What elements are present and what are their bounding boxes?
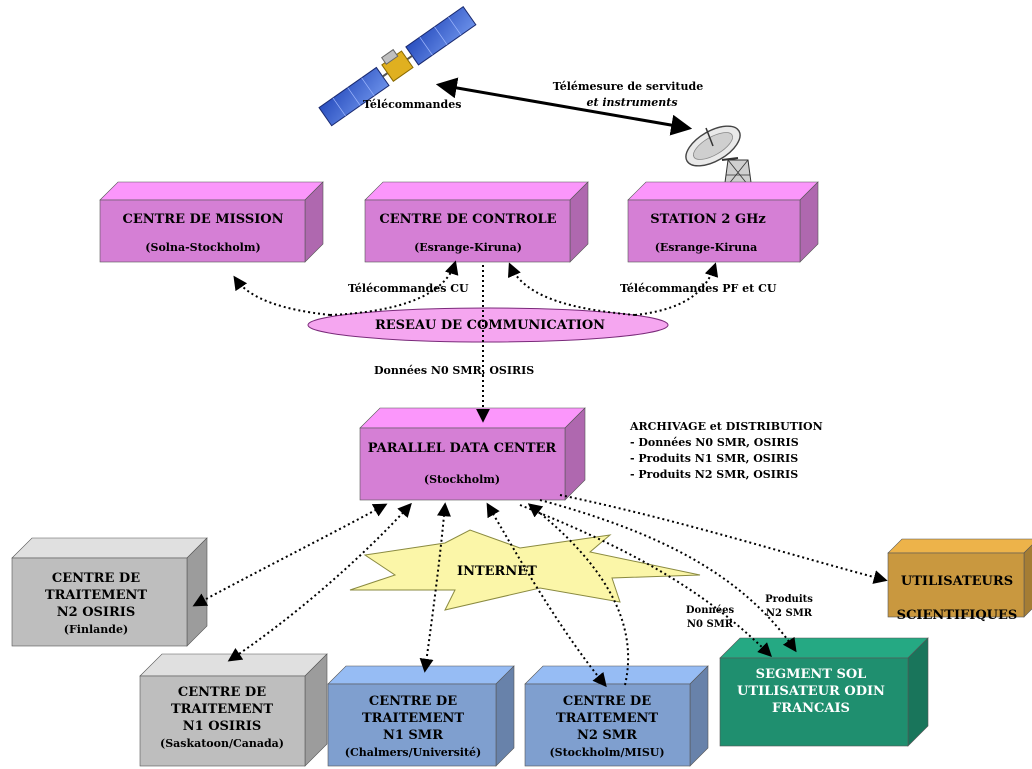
utilisateurs-text: UTILISATEURS SCIENTIFIQUES — [897, 565, 1018, 633]
satellite-icon — [318, 5, 477, 127]
arrow-reseau-to-controle-right — [507, 262, 636, 316]
osiris-n1-line: (Saskatoon/Canada) — [159, 737, 285, 750]
centre-mission-title: CENTRE DE MISSION — [122, 212, 284, 227]
osiris-n1-text: CENTRE DE TRAITEMENT N1 OSIRIS (Saskatoo… — [160, 684, 284, 752]
antenna-dish-icon — [685, 125, 753, 191]
segment-sol-line: UTILISATEUR ODIN — [737, 684, 885, 699]
smr-n1-line: CENTRE DE — [368, 694, 458, 709]
osiris-n2-line: CENTRE DE — [51, 571, 141, 586]
osiris-n2-line: N2 OSIRIS — [56, 605, 136, 620]
centre-mission-subtitle: (Solna-Stockholm) — [145, 241, 261, 254]
label-telecommandes-cu: Télécommandes CU — [348, 282, 469, 295]
station-subtitle: (Esrange-Kiruna — [654, 241, 758, 254]
arrow-pdc-to-segment-sol-n0 — [519, 504, 772, 657]
telemetry-link — [435, 77, 693, 136]
archivage-block: ARCHIVAGE et DISTRIBUTION - Données N0 S… — [630, 419, 823, 483]
label-produits-n2-smr-line2: N2 SMR — [765, 608, 813, 619]
box-segment-sol — [719, 637, 929, 747]
smr-n1-text: CENTRE DE TRAITEMENT N1 SMR (Chalmers/Un… — [345, 693, 482, 761]
arrow-pdc-to-segment-sol-n2 — [539, 499, 797, 653]
segment-sol-text: SEGMENT SOL UTILISATEUR ODIN FRANCAIS — [737, 666, 885, 717]
reseau-communication-ellipse — [307, 307, 669, 343]
label-telemesure-line2: et instruments — [586, 96, 678, 109]
box-osiris-n1 — [139, 653, 328, 767]
segment-sol-line: SEGMENT SOL — [755, 667, 867, 682]
arrow-pdc-to-utilisateurs — [559, 494, 888, 584]
osiris-n2-line: (Finlande) — [63, 623, 129, 636]
osiris-n2-line: TRAITEMENT — [44, 588, 148, 603]
reseau-title: RESEAU DE COMMUNICATION — [374, 318, 606, 333]
smr-n2-line: N2 SMR — [576, 728, 638, 743]
smr-n2-line: TRAITEMENT — [555, 711, 659, 726]
utilisateurs-line: SCIENTIFIQUES — [896, 608, 1018, 623]
smr-n1-line: TRAITEMENT — [361, 711, 465, 726]
label-telecommandes: Télécommandes — [363, 98, 462, 111]
arrow-reseau-to-station — [634, 262, 719, 316]
arrow-pdc-osiris-n1 — [227, 502, 412, 662]
box-centre-mission — [99, 181, 324, 263]
osiris-n2-text: CENTRE DE TRAITEMENT N2 OSIRIS (Finlande… — [45, 570, 147, 638]
pdc-title: PARALLEL DATA CENTER — [367, 441, 557, 456]
box-smr-n1 — [327, 665, 515, 767]
station-title: STATION 2 GHz — [650, 212, 766, 227]
label-donnees-n0-smr-osiris: Données N0 SMR, OSIRIS — [374, 364, 535, 377]
label-donnees-n0-smr-line1: Données — [685, 605, 735, 616]
box-station — [627, 181, 819, 263]
arrow-reseau-to-controle — [329, 260, 459, 316]
smr-n1-line: N1 SMR — [382, 728, 444, 743]
smr-n2-line: (Stockholm/MISU) — [549, 746, 665, 759]
pdc-subtitle: (Stockholm) — [423, 473, 501, 486]
archivage-item: - Produits N2 SMR, OSIRIS — [630, 468, 799, 481]
label-telemesure-line1: Télémesure de servitude — [552, 80, 704, 93]
archivage-item: - Produits N1 SMR, OSIRIS — [630, 452, 799, 465]
archivage-title: ARCHIVAGE et DISTRIBUTION — [630, 420, 823, 433]
smr-n2-line: CENTRE DE — [562, 694, 652, 709]
internet-label: INTERNET — [457, 564, 537, 579]
label-telecommandes-pf-cu: Télécommandes PF et CU — [620, 282, 777, 295]
utilisateurs-line: UTILISATEURS — [900, 574, 1014, 589]
osiris-n1-line: CENTRE DE — [177, 685, 267, 700]
smr-n1-line: (Chalmers/Université) — [344, 746, 482, 759]
label-produits-n2-smr: Produits N2 SMR — [765, 593, 813, 621]
segment-sol-line: FRANCAIS — [772, 701, 850, 716]
archivage-item: - Données N0 SMR, OSIRIS — [630, 436, 799, 449]
osiris-n1-line: N1 OSIRIS — [182, 719, 262, 734]
label-donnees-n0-smr: Données N0 SMR — [686, 604, 734, 632]
label-donnees-n0-smr-line2: N0 SMR — [686, 619, 734, 630]
smr-n2-text: CENTRE DE TRAITEMENT N2 SMR (Stockholm/M… — [549, 693, 664, 761]
osiris-n1-line: TRAITEMENT — [170, 702, 274, 717]
centre-controle-title: CENTRE DE CONTROLE — [379, 212, 557, 227]
label-produits-n2-smr-line1: Produits — [765, 594, 813, 605]
centre-controle-subtitle: (Esrange-Kiruna) — [414, 241, 522, 254]
box-pdc — [359, 407, 586, 501]
box-centre-controle — [364, 181, 589, 263]
box-utilisateurs — [887, 538, 1032, 618]
arrow-reseau-to-mission — [233, 275, 331, 316]
